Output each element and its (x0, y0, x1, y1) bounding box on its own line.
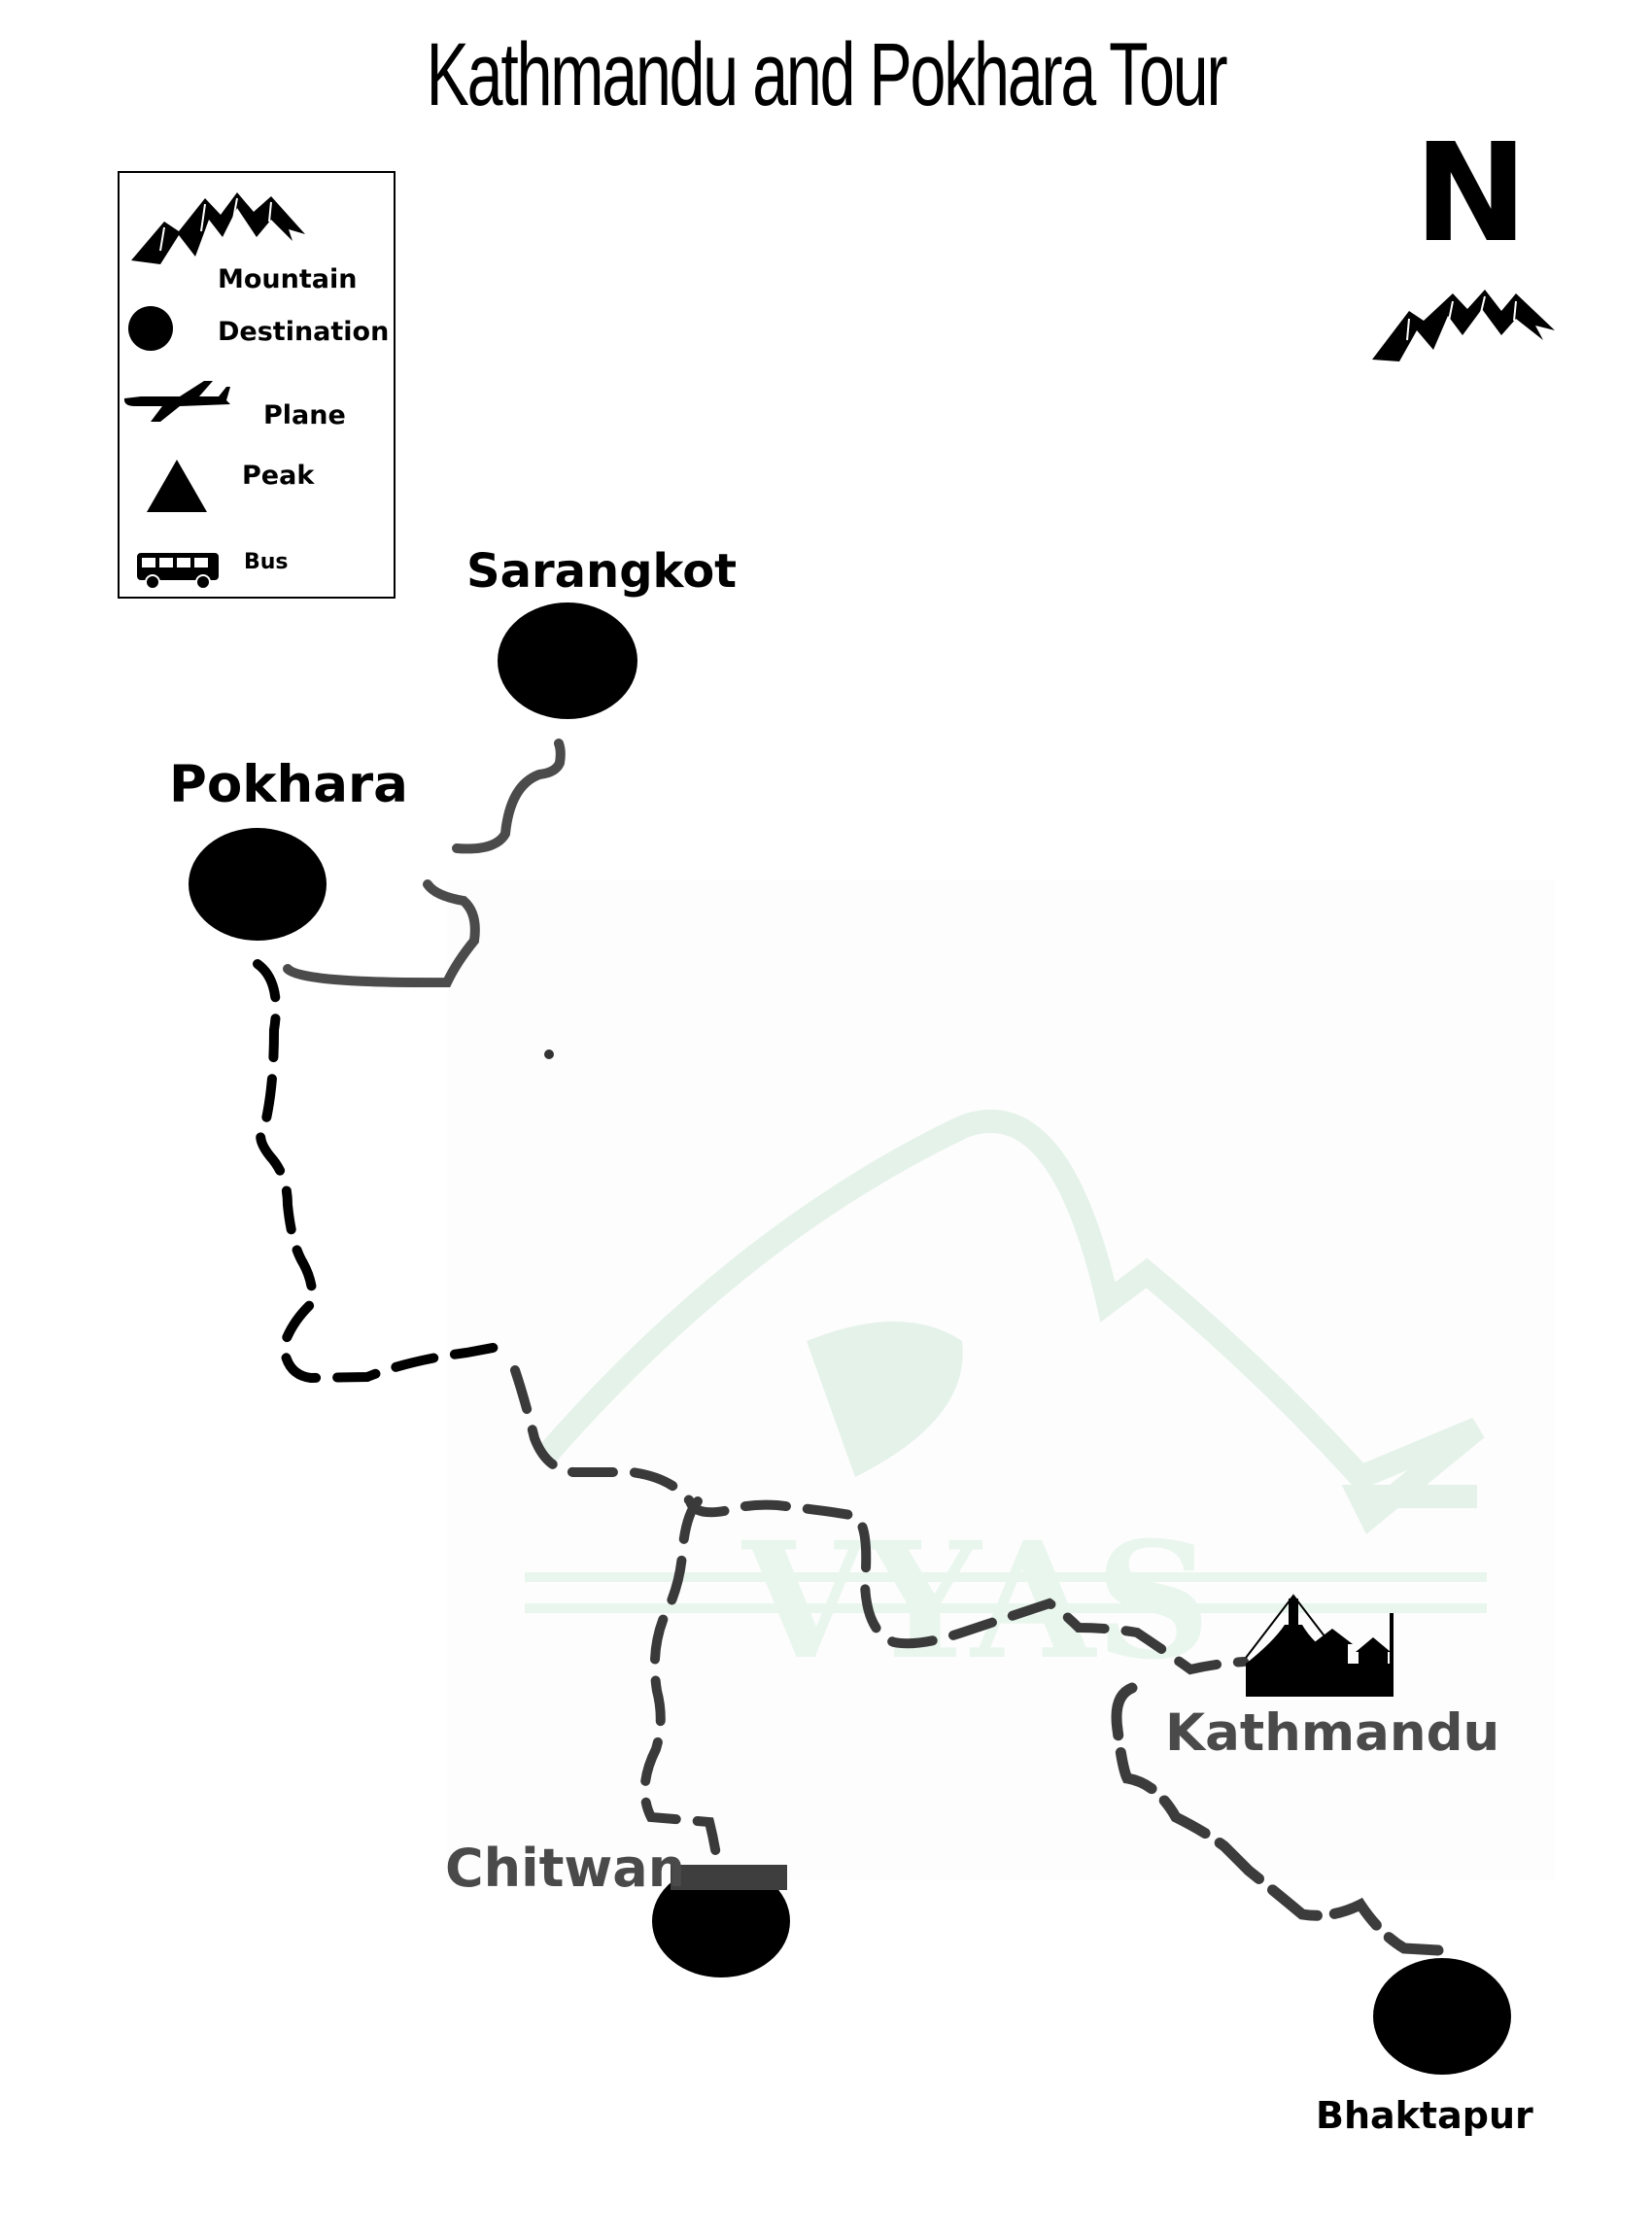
destination-bhaktapur[interactable] (1373, 1958, 1511, 2075)
label-bhaktapur: Bhaktapur (1316, 2094, 1533, 2137)
legend-label-destination: Destination (218, 317, 390, 347)
route-pokhara-junction (253, 959, 508, 1384)
label-chitwan: Chitwan (445, 1838, 686, 1899)
legend-label-peak: Peak (242, 461, 315, 491)
destination-chitwan[interactable] (652, 1865, 790, 1977)
legend-label-plane: Plane (263, 400, 346, 430)
compass-mountain-icon (1372, 290, 1555, 361)
map-title: Kathmandu and Pokhara Tour (426, 25, 1228, 124)
route-junction-chitwan (639, 1496, 722, 1866)
legend-label-bus: Bus (244, 550, 289, 574)
destination-pokhara[interactable] (189, 828, 327, 941)
route-junction-kathmandu (510, 1365, 1249, 1675)
stupa-icon (1245, 1594, 1394, 1697)
label-pokhara: Pokhara (169, 755, 408, 814)
label-sarangkot: Sarangkot (466, 544, 738, 599)
dot-icon (128, 306, 173, 351)
route-kathmandu-bhaktapur (1111, 1682, 1444, 1956)
watermark-text: VYAS (741, 1506, 1211, 1695)
destination-sarangkot[interactable] (498, 602, 637, 719)
mountain-icon (131, 192, 305, 264)
label-kathmandu: Kathmandu (1165, 1703, 1500, 1763)
compass-north: N (1414, 115, 1529, 273)
chitwan-top-shade (671, 1865, 787, 1890)
legend-label-mountain: Mountain (218, 264, 358, 294)
route-pokhara-sarangkot (283, 739, 566, 988)
marker-dot (544, 1049, 554, 1059)
watermark: VYAS (447, 879, 1555, 1880)
bus-icon (137, 553, 219, 590)
triangle-icon (147, 460, 207, 512)
legend: Mountain Destination Plane Peak Bus (118, 171, 396, 599)
plane-icon (123, 381, 230, 422)
